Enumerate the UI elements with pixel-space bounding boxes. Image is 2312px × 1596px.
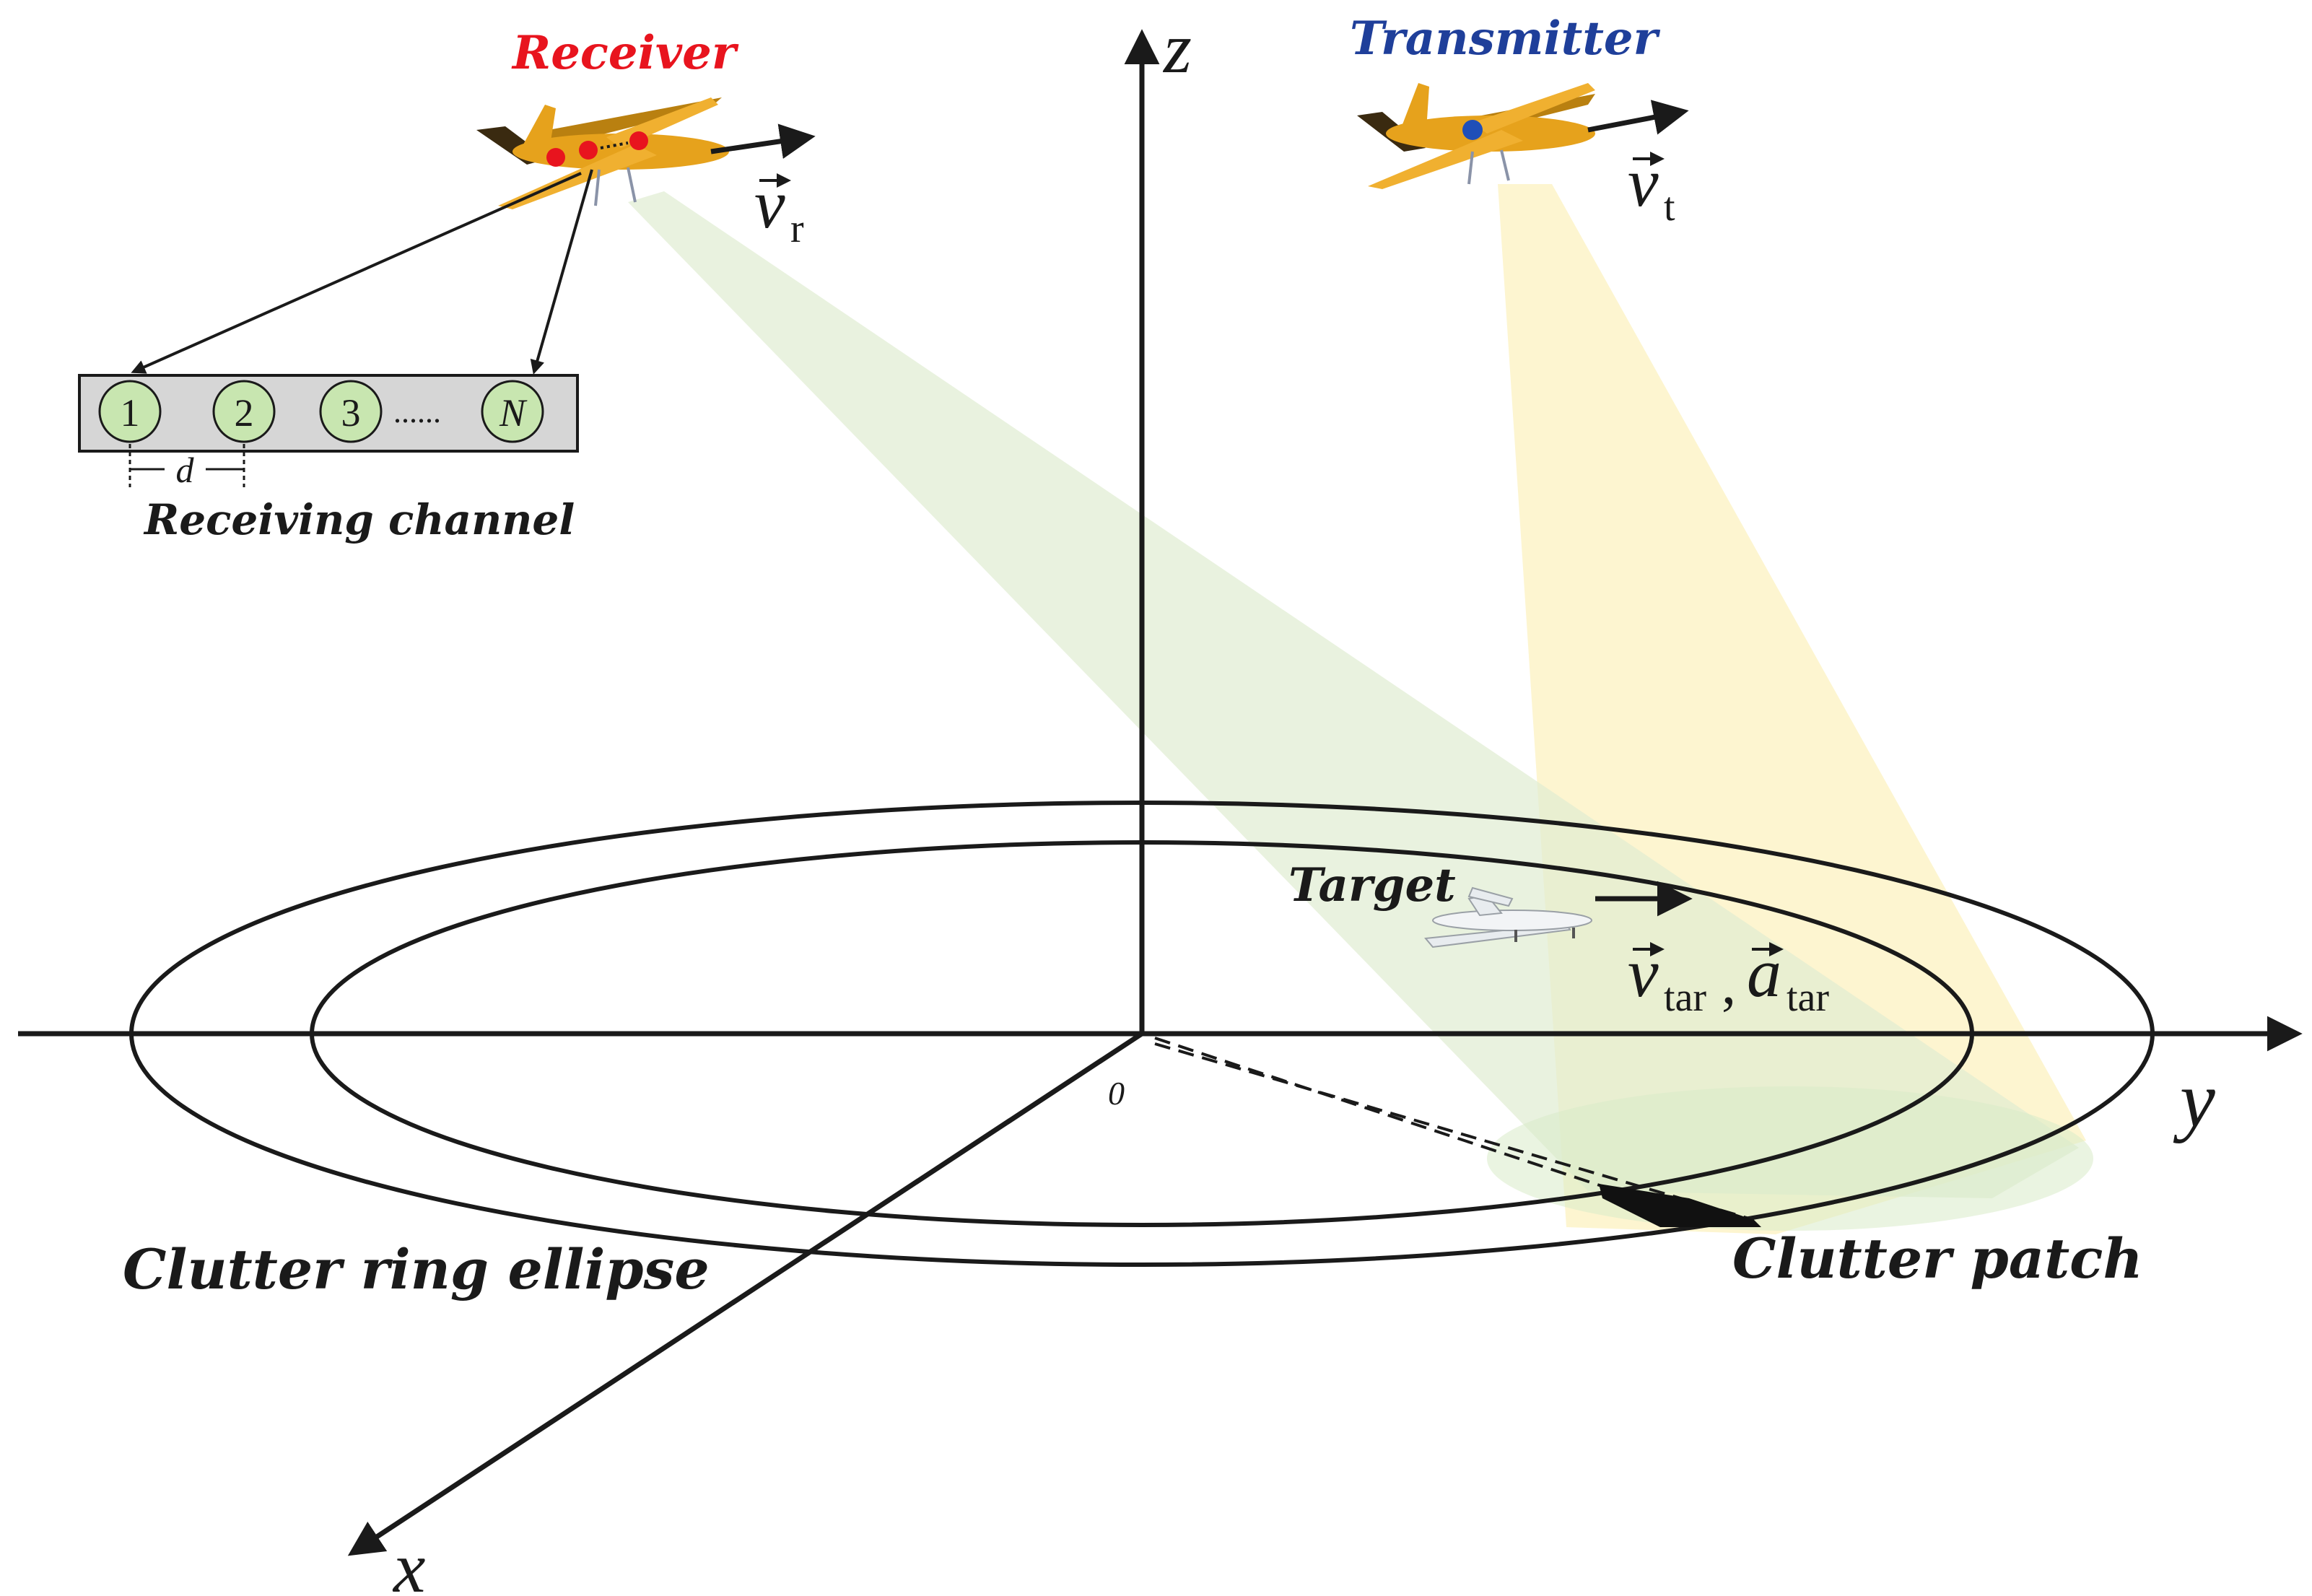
receiver-element-dot [546,148,565,167]
transmitter-title: Transmitter [1350,12,1661,66]
receiver-landing-gear [594,169,601,206]
target-stabilizer [1467,886,1514,907]
channel-circle [98,380,162,443]
receiver-to-channel-1 [131,172,582,374]
transmitter-velocity-arrow [1587,100,1689,135]
receiving-channel-array: 1 2 3 N ...... d [78,374,579,490]
transmitter-landing-gear [1500,149,1510,181]
channel-circle [481,380,544,443]
target-velocity-symbol: v [1628,934,1659,1011]
channel-label-3: 3 [341,391,361,435]
spacing-label: d [176,450,195,490]
transmitter-velocity-symbol: v [1628,144,1659,221]
target-aircraft [1424,881,1693,949]
transmitter-wing-top [1473,83,1595,134]
target-fuselage [1432,910,1592,931]
target-acceleration-symbol: a [1747,934,1781,1011]
transmitter-aircraft [1357,83,1689,189]
receiver-velocity-symbol: v [754,165,785,243]
clutter-patch [1599,1184,1761,1227]
receiver-element-dot [579,141,598,160]
clutter-patch-label: Clutter patch [1732,1226,2143,1291]
channel-label-2: 2 [235,391,254,435]
target-velocity-label: v tar , a tar [1628,934,1829,1020]
transmitter-velocity-label: v t [1628,144,1675,230]
target-separator: , [1722,953,1736,1016]
receiver-velocity-subscript: r [790,206,804,251]
z-axis-label: z [1162,8,1192,88]
receive-beam [628,191,2079,1198]
receiver-velocity-arrow [710,123,816,159]
transmitter-fuselage [1386,115,1595,152]
receiver-element-dots-gap [600,141,629,149]
transmitter-wing-front [1368,130,1523,189]
receiver-element-dot [629,131,648,150]
patch-dashed-line-2 [1154,1042,1755,1221]
channel-circle [319,380,383,443]
y-axis-label: y [2173,1055,2215,1143]
channel-circle [212,380,276,443]
channel-ellipsis: ...... [393,394,441,429]
transmitter-element-dot [1462,120,1483,140]
receiver-velocity-label: v r [754,165,804,251]
receiver-title: Receiver [511,26,739,80]
x-axis [347,1032,1143,1556]
channel-label-1: 1 [121,391,140,435]
transmitter-velocity-subscript: t [1664,185,1675,230]
receiving-channel-label: Receiving channel [143,495,575,544]
receiver-aircraft [476,97,816,209]
patch-dashed-line-1 [1154,1037,1618,1192]
receiver-to-channel-n [530,169,593,375]
transmitter-landing-gear [1467,151,1474,185]
target-acceleration-subscript: tar [1787,975,1829,1020]
channel-label-n: N [499,391,528,435]
clutter-ring-label: Clutter ring ellipse [123,1237,710,1301]
target-velocity-subscript: tar [1664,975,1706,1020]
receiver-landing-gear [627,167,637,203]
origin-label: 0 [1108,1075,1125,1112]
x-axis-label: x [392,1527,425,1596]
target-title: Target [1288,858,1456,912]
